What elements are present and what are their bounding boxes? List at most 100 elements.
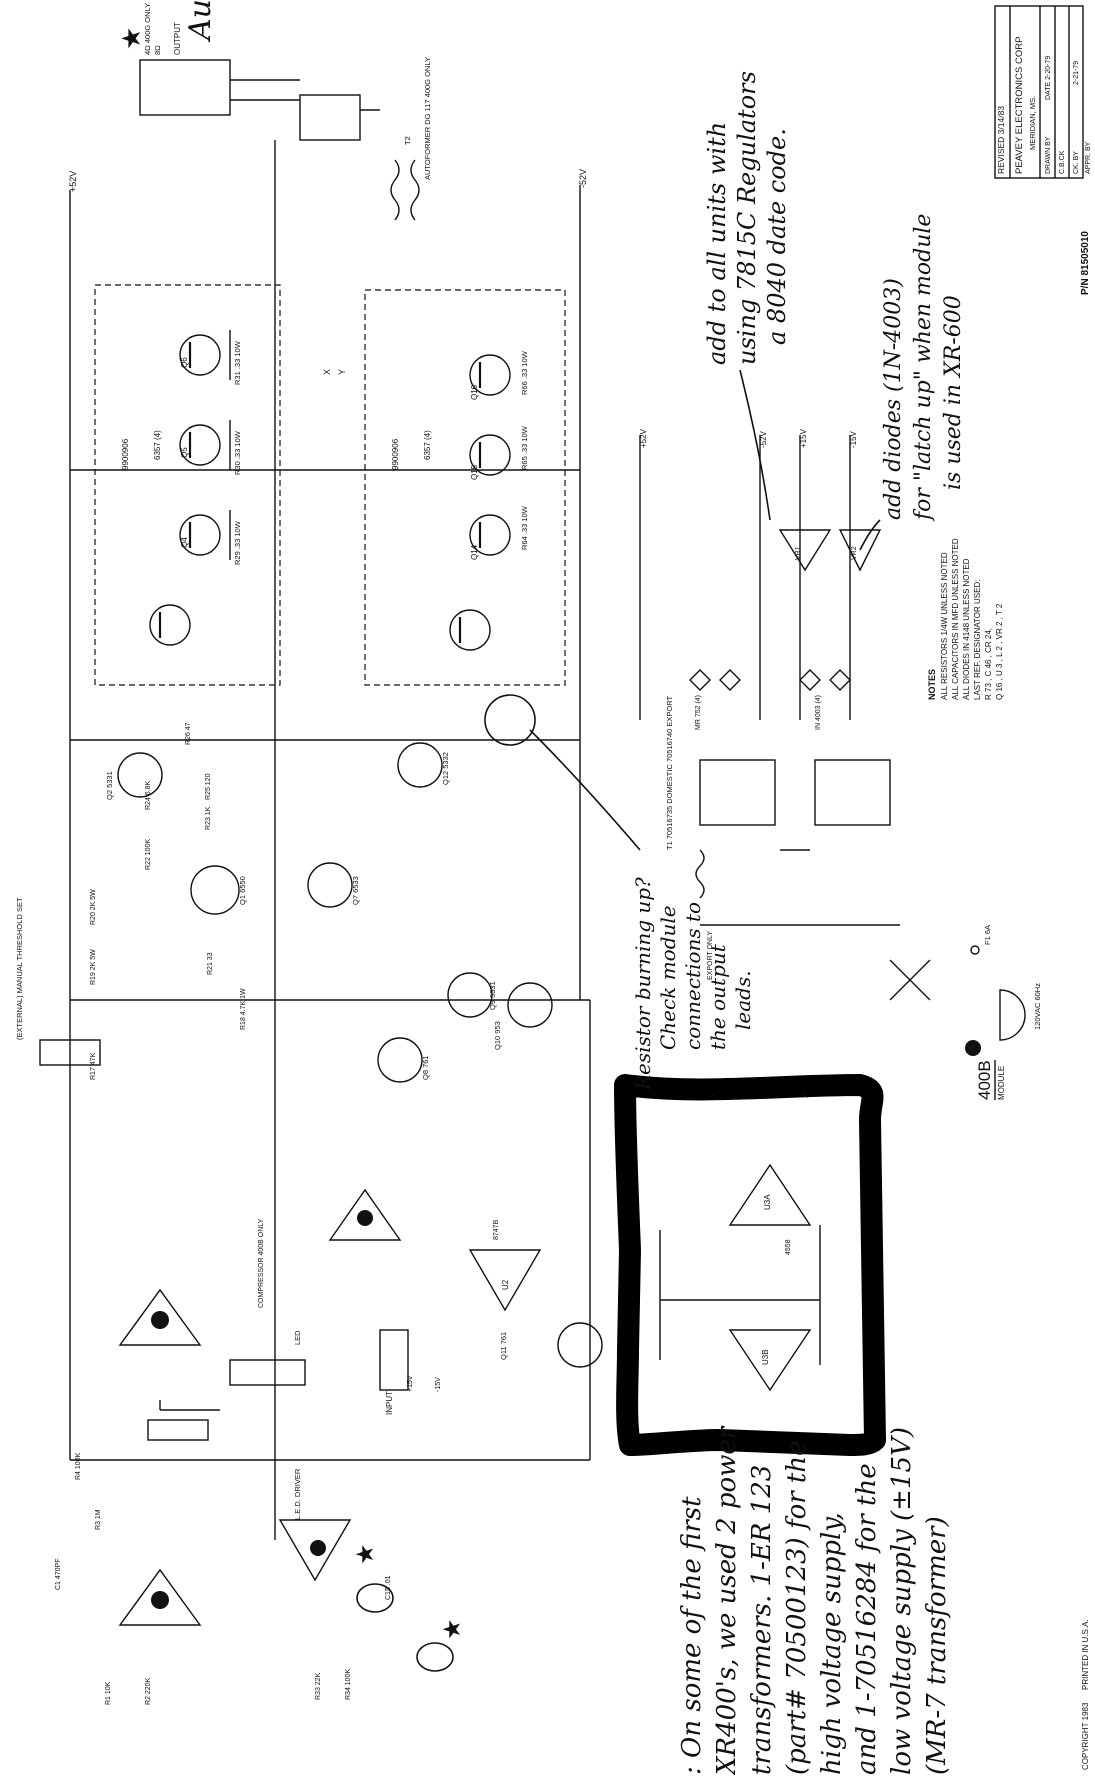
bridge-hi-label: MR 752 (4) <box>695 695 702 730</box>
note-bottom-2: XR400's, we used 2 power <box>712 1425 742 1775</box>
note-bottom-1: : On some of the first <box>677 1496 707 1775</box>
note-bottom-5: high voltage supply, <box>817 1512 847 1775</box>
driver-hi-label: 9900906 <box>121 438 130 470</box>
mains-label: 120VAC 60Hz <box>1033 983 1042 1030</box>
output-stage-lower: 9900906 6357 (4) Q16 Q15 Q14 R66 .33 10W… <box>364 289 566 686</box>
export-only: EXPORT ONLY <box>707 931 714 980</box>
transistor-q10 <box>507 982 553 1028</box>
appr-by-label: APPR. BY <box>1085 141 1092 174</box>
q2-label: Q2 5331 <box>105 771 114 800</box>
transistor-q15: Q15 <box>469 434 511 480</box>
transistor-q5: Q5 <box>179 424 221 466</box>
notes-line-2: ALL CAPACITORS IN MFD UNLESS NOTED <box>951 538 960 700</box>
opamp-bottom <box>118 1568 202 1626</box>
module-label: 400B MODULE <box>965 1040 1006 1100</box>
transistor-q13 <box>449 609 491 651</box>
drawn-by-label: DRAWN BY <box>1045 136 1052 174</box>
y-output-label: Y <box>337 369 347 375</box>
module-sub: MODULE <box>997 1066 1006 1100</box>
r25-label: R25 120 <box>205 773 212 800</box>
u3b-label: U3B <box>761 1349 770 1365</box>
r29-label: R29 .33 10W <box>233 520 242 565</box>
company-location: MERIDIAN, MS. <box>1028 96 1037 150</box>
note-pointer-1 <box>739 369 771 521</box>
r17-label: R17 47K <box>90 1052 97 1080</box>
led-label: LED <box>293 1330 302 1345</box>
output-label: OUTPUT <box>173 22 182 55</box>
t2-label: T2 <box>403 136 412 145</box>
ps-pos52: +52V <box>639 428 648 448</box>
autoformer-label: AUTOFORMER DG 117 400G ONLY <box>423 57 432 180</box>
transistor-q8 <box>377 1037 423 1083</box>
u3-x-label: X <box>801 1092 810 1098</box>
output-note: 4Ω 400G ONLY <box>143 3 152 55</box>
u3-type: 4558 <box>785 1239 792 1255</box>
q11-label: Q11 761 <box>499 1332 508 1360</box>
notes-heading: NOTES <box>927 669 937 700</box>
output-8ohm: 8Ω <box>153 45 162 55</box>
bridge-lo-label: IN 4003 (4) <box>815 695 822 730</box>
fuse-label: F1 6A <box>983 925 992 945</box>
ck-date: 2-21-79 <box>1073 61 1080 85</box>
note-bottom-7: low voltage supply (±15V) <box>887 1427 917 1775</box>
q-lo-label: 6357 (4) <box>423 430 432 460</box>
note-diodes-1: add diodes (1N-4003) <box>881 278 906 520</box>
company-name: PEAVEY ELECTRONICS CORP <box>1014 37 1025 174</box>
transistor-q1 <box>190 865 240 915</box>
star-mark-3: ★ <box>439 1618 466 1640</box>
note-resistor-2: Check module <box>656 905 680 1050</box>
title-block: REVISED 3/14/83 PEAVEY ELECTRONICS CORP … <box>994 5 1092 295</box>
transistor-q4: Q4 <box>179 514 221 556</box>
star-mark-2: ★ <box>352 1543 379 1565</box>
q8-label: Q8 761 <box>421 1055 430 1080</box>
note-diodes-2: for "latch up" when module <box>911 214 936 522</box>
note-bottom-8: (MR-7 transformer) <box>922 1516 952 1775</box>
vr2-label: VR2 <box>851 546 858 560</box>
r20-label: R20 2K 5W <box>90 889 97 925</box>
rail-neg52-label: -52V <box>578 169 588 188</box>
notes-line-4: LAST REF. DESIGNATOR USED: <box>973 580 982 700</box>
u3-y-label: Y <box>708 1092 717 1098</box>
q-hi-label: 6357 (4) <box>153 430 162 460</box>
r26-label: R26 47 <box>185 722 192 745</box>
opamp-comp <box>118 1288 202 1346</box>
note-pointer-2 <box>859 519 881 551</box>
bottom-parts: R1 10K R2 220K R33 22K R34 100K C15 .01 … <box>55 1452 466 1705</box>
notes-line-5: R 73 , C 46 , CR 24, <box>984 628 993 700</box>
r66-label: R66 .33 10W <box>520 350 529 395</box>
q9-label: Q9 5331 <box>488 981 497 1010</box>
transistor-q12 <box>397 742 443 788</box>
ps-neg15: -15V <box>849 430 858 448</box>
transistor-q11 <box>557 1322 603 1368</box>
threshold-pot: (EXTERNAL) MANUAL THRESHOLD SET <box>15 897 101 1066</box>
note-bottom-4: (part# 70500123) for the <box>782 1440 812 1775</box>
notes-line-6: Q 16 , U 3 , L 2 , VR 2 , T 2 <box>995 603 1004 700</box>
q1-label: Q1 6550 <box>238 876 247 905</box>
q12-label: Q12 5332 <box>441 752 450 785</box>
r22-label: R22 100K <box>145 839 152 870</box>
r64-label: R64 .33 10W <box>520 505 529 550</box>
ck-by-label: CK. BY <box>1073 151 1080 174</box>
q4-label: Q4 <box>180 537 189 548</box>
ps-pos15: +15V <box>799 428 808 448</box>
transistor-q14: Q14 <box>469 514 511 560</box>
input-neg15: -15V <box>435 1377 442 1392</box>
note-resistor-3: connections to <box>681 902 705 1050</box>
opamp-u2: U2 8747B <box>468 1219 542 1312</box>
q15-label: Q15 <box>470 464 479 480</box>
drawn-date: DATE 2-20-79 <box>1045 56 1052 100</box>
note-resistor-1: Resistor burning up? <box>631 877 655 1091</box>
q10-label: Q10 953 <box>493 1021 502 1050</box>
u2-label: U2 <box>501 1279 510 1290</box>
printed-text: PRINTED IN U.S.A. <box>1081 1619 1090 1690</box>
star-mark: ★ <box>116 27 146 50</box>
q16-label: Q16 <box>470 384 479 400</box>
power-supply: +52V -52V +15V -15V VR1 VR2 MR 752 (4) I… <box>639 428 1042 1041</box>
opamp-led-driver: L.E.D. DRIVER <box>278 1468 352 1582</box>
q6-label: Q6 <box>180 357 189 368</box>
notes-line-3: ALL DIODES IN 4148 UNLESS NOTED <box>962 558 971 700</box>
r2-label: R2 220K <box>145 1677 152 1705</box>
transistor-q3 <box>149 604 191 646</box>
